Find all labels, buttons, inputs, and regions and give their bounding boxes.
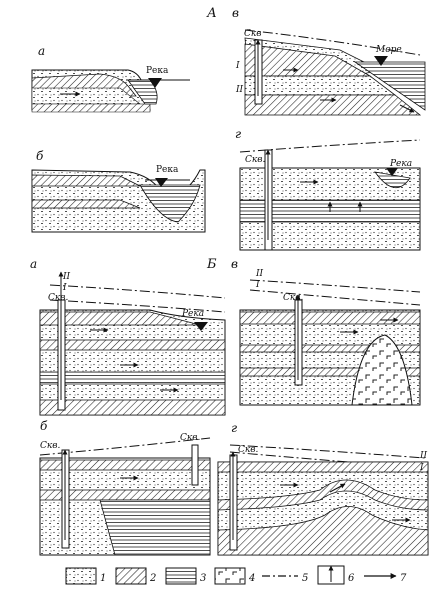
panel-b-g: г Скв. I II <box>217 421 429 556</box>
panel-a-v: в Скв Море I II <box>232 6 426 116</box>
well-label: Скв <box>244 29 262 39</box>
horizon-i-label: I <box>419 463 424 473</box>
legend-label: 7 <box>400 573 407 584</box>
panel-b-v: в Скв. I II <box>231 257 421 406</box>
legend-label: 5 <box>302 573 308 584</box>
water-level-icon <box>374 56 388 66</box>
well-label: Скв. <box>245 155 265 165</box>
legend-label: 3 <box>200 573 206 584</box>
water-level-icon <box>148 78 162 88</box>
well-label: Скв. <box>283 293 303 303</box>
panel-letter: б <box>40 419 48 433</box>
well-label: Скв. <box>238 445 258 455</box>
legend: 1 2 3 4 5 6 7 <box>65 565 407 585</box>
water-level-icon <box>386 168 398 176</box>
well-icon <box>191 444 199 486</box>
panel-a-g: г Скв. Река <box>235 127 421 251</box>
panel-letter: в <box>231 257 238 271</box>
water-level-icon <box>155 178 168 187</box>
horizon-i-label: I <box>235 61 240 71</box>
panel-letter: в <box>232 6 239 20</box>
legend-label: 1 <box>100 573 106 584</box>
horizon-ii-label: II <box>62 272 71 282</box>
legend-swatch-clay <box>115 567 147 585</box>
legend-label: 6 <box>348 573 355 584</box>
legend-swatch-sand <box>65 567 97 585</box>
well-label: Скв. <box>40 441 60 451</box>
river-label: Река <box>146 66 169 76</box>
panel-letter: г <box>231 421 237 435</box>
river-label: Река <box>389 159 412 169</box>
legend-label: 4 <box>248 573 255 584</box>
river-label: Река <box>181 309 204 319</box>
well-label: Скв. <box>48 293 68 303</box>
panel-b-b: б Скв. Скв. <box>39 419 211 556</box>
section-b-label: Б <box>206 257 217 272</box>
well-label: Скв. <box>180 433 200 443</box>
panel-b-a: а Скв. Река I II <box>30 257 226 416</box>
horizon-ii-label: II <box>419 451 428 461</box>
water-level-icon <box>194 322 208 331</box>
horizon-i-label: I <box>62 283 67 293</box>
horizon-ii-label: II <box>255 269 264 279</box>
panel-letter: г <box>235 127 241 141</box>
legend-label: 2 <box>149 573 156 584</box>
river-label: Река <box>156 165 179 175</box>
panel-a-b: б Река <box>31 149 206 233</box>
panel-letter: а <box>38 44 45 58</box>
section-a-label: А <box>206 6 217 21</box>
panel-letter: б <box>36 149 44 163</box>
panel-letter: а <box>30 257 37 271</box>
horizon-ii-label: II <box>235 85 244 95</box>
legend-swatch-water <box>165 567 197 585</box>
sea-label: Море <box>375 45 402 55</box>
horizon-i-label: I <box>255 280 260 290</box>
legend-swatch-rock <box>214 567 246 585</box>
panel-a-a: а Река <box>31 44 190 113</box>
